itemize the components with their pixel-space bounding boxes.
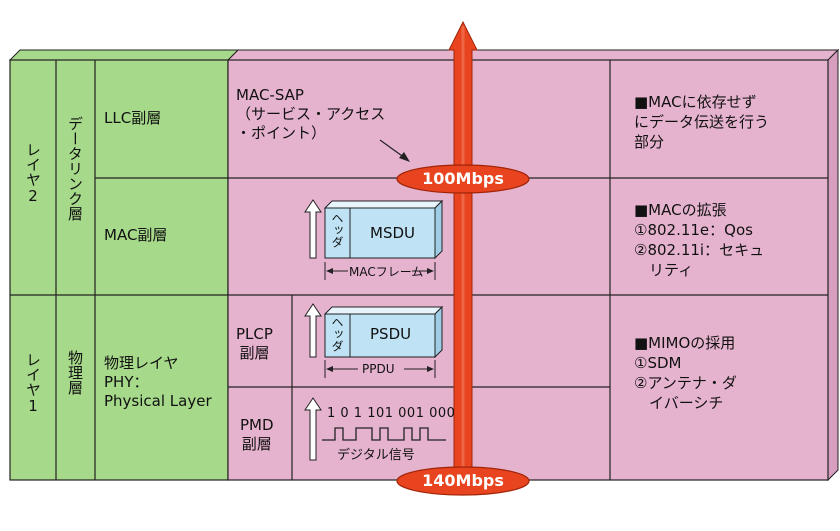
mac-up-arrow-icon bbox=[304, 199, 322, 259]
mac-sap-text: MAC-SAP （サービス・アクセス ・ポイント） bbox=[236, 86, 386, 142]
layer1-label: レイヤ1 bbox=[24, 352, 42, 415]
phy-label-line2: PHY： bbox=[104, 373, 149, 391]
datalink-label: データリンク層 bbox=[66, 116, 84, 221]
mac-header-text: ヘッダ bbox=[330, 212, 344, 248]
phy-note: ■MIMOの採用 ①SDM ②アンテナ・ダ イバーシチ bbox=[634, 334, 737, 412]
table-top-pink-bevel bbox=[226, 49, 840, 61]
mac-sap-pointer bbox=[379, 139, 410, 162]
pink-region bbox=[227, 59, 829, 481]
pmd-sublayer-label: PMD 副層 bbox=[240, 416, 274, 453]
mac-note: ■MACの拡張 ①802.11e：Qos ②802.11i：セキュ リティ bbox=[634, 201, 765, 279]
green-region bbox=[9, 59, 229, 481]
mac-frame-box bbox=[323, 199, 444, 260]
phy-label-line1: 物理レイヤ bbox=[104, 354, 179, 372]
llc-note: ■MACに依存せず にデータ伝送を行う 部分 bbox=[634, 93, 770, 151]
speed-bottom-oval bbox=[396, 466, 530, 496]
speed-top-label: 100Mbps bbox=[422, 169, 504, 188]
digital-signal-text: デジタル信号 bbox=[337, 448, 415, 463]
bit-sequence-text: 1 0 1 101 001 000 bbox=[327, 406, 456, 421]
mac-sublayer-label: MAC副層 bbox=[104, 226, 168, 244]
phy-label-line3: Physical Layer bbox=[104, 392, 212, 410]
table-top-green-bevel bbox=[8, 49, 240, 61]
ppdu-text: PPDU bbox=[362, 362, 395, 376]
plcp-header-text: ヘッダ bbox=[330, 316, 344, 352]
msdu-text: MSDU bbox=[370, 224, 415, 242]
physical-label: 物理層 bbox=[66, 350, 84, 395]
speed-bottom-label: 140Mbps bbox=[422, 471, 504, 490]
digital-waveform bbox=[322, 427, 446, 441]
plcp-frame-box bbox=[323, 305, 444, 359]
throughput-arrow bbox=[448, 20, 478, 491]
mac-frame-text: MACフレーム bbox=[349, 265, 424, 279]
mac-frame-dimension bbox=[324, 262, 436, 280]
layer2-label: レイヤ2 bbox=[24, 142, 42, 205]
speed-top-oval bbox=[396, 164, 530, 194]
pmd-up-arrow-icon bbox=[304, 397, 322, 461]
psdu-text: PSDU bbox=[370, 325, 412, 343]
plcp-up-arrow-icon bbox=[304, 303, 322, 358]
llc-sublayer-label: LLC副層 bbox=[104, 109, 162, 127]
ppdu-dimension bbox=[324, 360, 436, 378]
table-right-bevel bbox=[827, 48, 839, 482]
plcp-sublayer-label: PLCP 副層 bbox=[236, 325, 273, 362]
